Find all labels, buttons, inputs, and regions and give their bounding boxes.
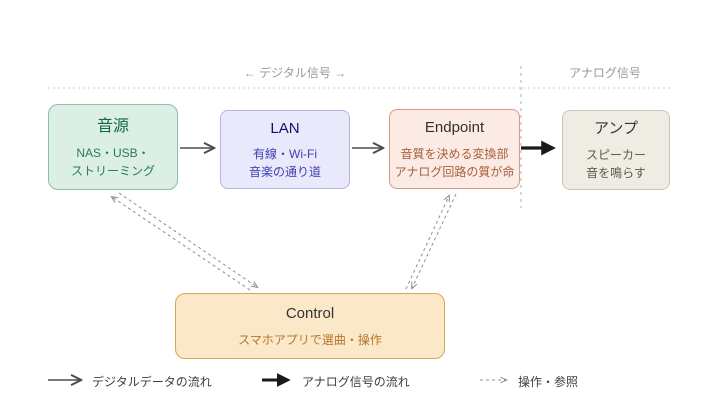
node-control-subtitle: スマホアプリで選曲・操作 (238, 332, 382, 347)
node-lan-subtitle-line1: 有線・Wi-Fi (253, 147, 317, 162)
node-control-title: Control (285, 305, 335, 323)
node-source: 音源 NAS・USB・ ストリーミング (48, 104, 178, 190)
node-control: Control スマホアプリで選曲・操作 (175, 293, 445, 359)
analog-zone-label: アナログ信号 (569, 66, 641, 80)
node-amp-title: アンプ (594, 120, 638, 138)
control-to-endpoint-dashed-arrow (405, 196, 449, 290)
node-amp-subtitle-line1: スピーカー (585, 147, 646, 162)
node-lan-subtitle-line2: 音楽の通り道 (248, 165, 321, 180)
legend-digital-flow-label: デジタルデータの流れ (92, 375, 212, 389)
node-source-subtitle-line1: NAS・USB・ (76, 145, 150, 160)
node-lan: LAN 有線・Wi-Fi 音楽の通り道 (220, 110, 350, 189)
legend-analog-flow-label: アナログ信号の流れ (302, 375, 410, 389)
node-endpoint-subtitle-line1: 音質を決める変換部 (400, 146, 509, 161)
node-source-subtitle-line2: ストリーミング (70, 163, 155, 178)
control-to-source-dashed-arrow (112, 197, 251, 291)
digital-zone-label: ← デジタル信号 → (243, 66, 347, 80)
legend-reference-label: 操作・参照 (518, 375, 579, 389)
node-lan-title: LAN (270, 119, 300, 137)
node-endpoint: Endpoint 音質を決める変換部 アナログ回路の質が命 (389, 109, 520, 189)
node-source-title: 音源 (96, 117, 129, 135)
node-amp: アンプ スピーカー 音を鳴らす (562, 110, 670, 190)
endpoint-to-control-dashed-arrow (412, 193, 457, 288)
node-endpoint-title: Endpoint (424, 119, 485, 137)
node-endpoint-subtitle-line2: アナログ回路の質が命 (394, 164, 515, 179)
source-to-control-dashed-arrow (118, 192, 257, 287)
node-amp-subtitle-line2: 音を鳴らす (586, 165, 646, 180)
